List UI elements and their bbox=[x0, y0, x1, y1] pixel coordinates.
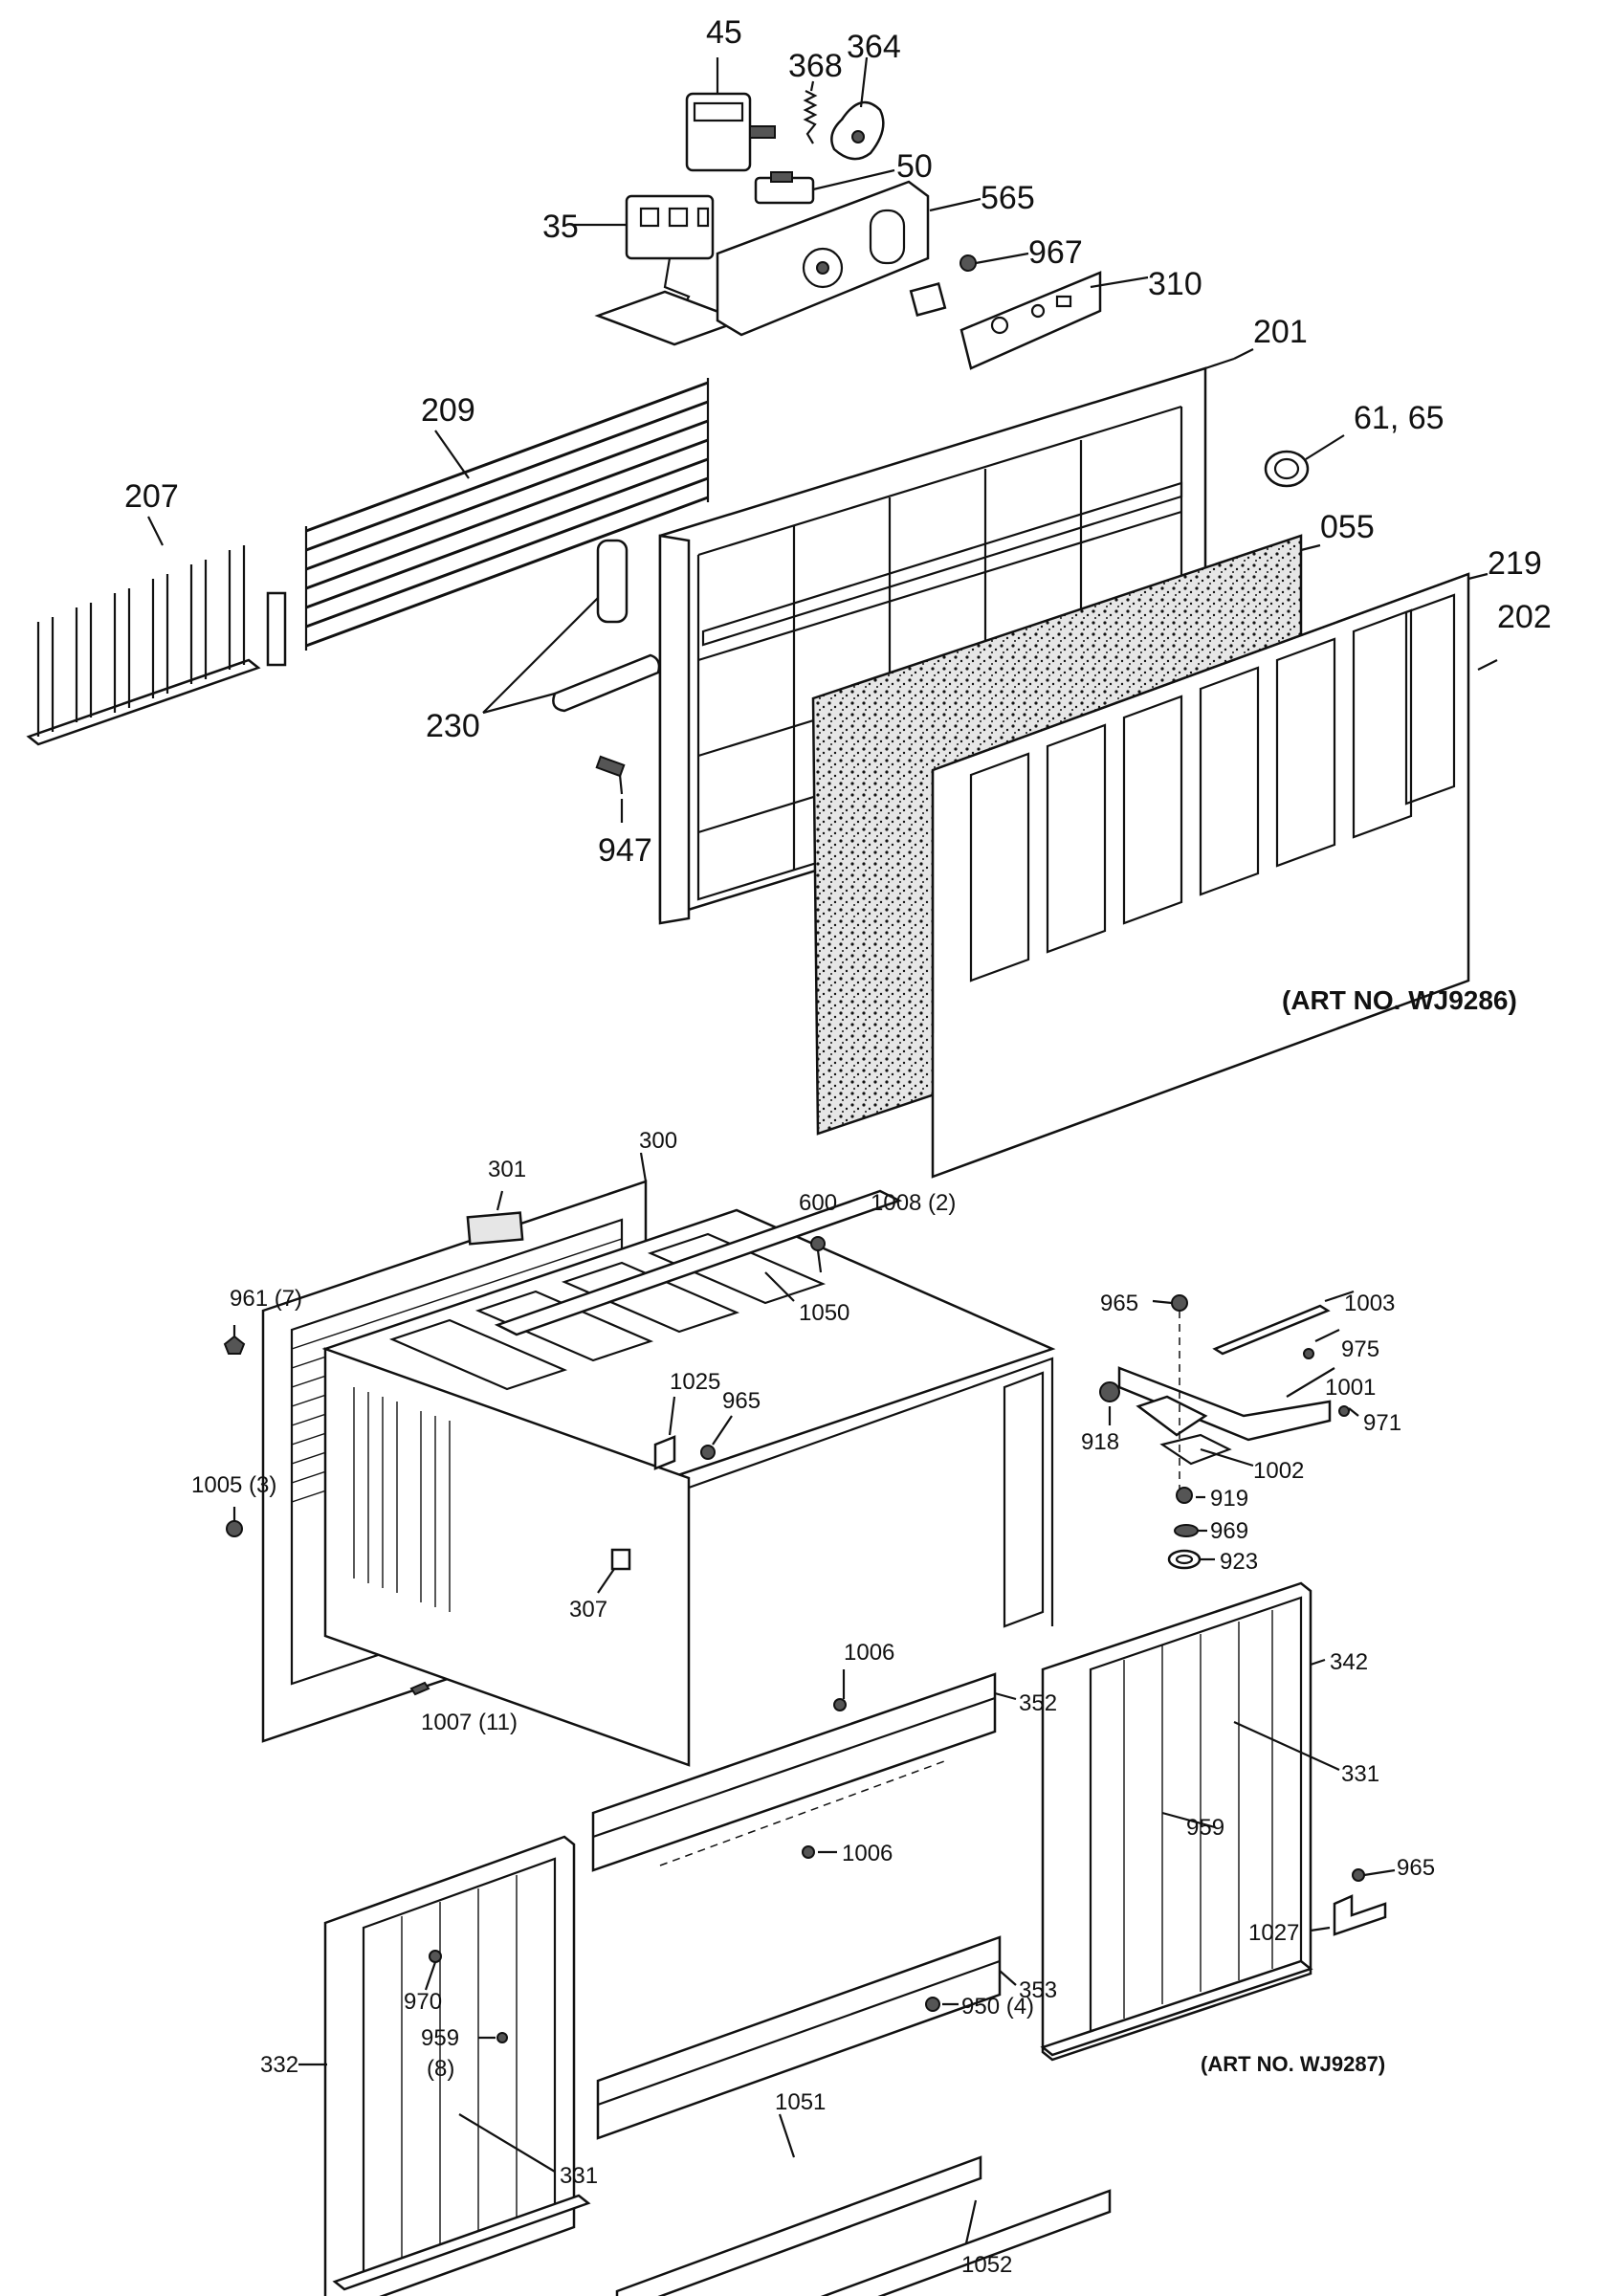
callout-970: 970 bbox=[404, 1989, 442, 2015]
part-230-hinges bbox=[266, 539, 661, 715]
callout-1003: 1003 bbox=[1344, 1291, 1395, 1316]
part-565-control-bracket bbox=[716, 180, 981, 337]
leader-1050 bbox=[764, 1271, 795, 1302]
callout-230: 230 bbox=[426, 708, 480, 744]
callout-35: 35 bbox=[542, 209, 579, 245]
callout-923: 923 bbox=[1220, 1549, 1258, 1575]
part-967-screw bbox=[959, 252, 1029, 272]
part-600-screw bbox=[810, 1236, 826, 1273]
callout-331-right: 331 bbox=[1341, 1761, 1379, 1787]
callout-918: 918 bbox=[1081, 1429, 1119, 1455]
callout-1001: 1001 bbox=[1325, 1375, 1376, 1401]
part-353-channel bbox=[596, 1935, 1017, 2140]
part-332-side-curtain bbox=[298, 1835, 591, 2296]
callout-565: 565 bbox=[981, 180, 1035, 216]
callout-50: 50 bbox=[896, 148, 933, 185]
callout-61-65: 61, 65 bbox=[1354, 400, 1445, 436]
callout-965-top: 965 bbox=[1100, 1291, 1138, 1316]
callout-331-left: 331 bbox=[560, 2163, 598, 2189]
part-clip bbox=[909, 282, 947, 317]
part-45-switch bbox=[685, 57, 776, 172]
callout-965-bottom: 965 bbox=[1397, 1855, 1435, 1881]
callout-600: 600 bbox=[799, 1190, 837, 1216]
callout-353: 353 bbox=[1019, 1977, 1057, 2003]
callout-45: 45 bbox=[706, 14, 742, 51]
callout-969: 969 bbox=[1210, 1518, 1248, 1544]
callout-1008: 1008 (2) bbox=[871, 1190, 956, 1216]
callout-364: 364 bbox=[847, 29, 901, 65]
part-1025-bracket bbox=[653, 1396, 733, 1470]
part-61-65-knob bbox=[1264, 434, 1345, 488]
callout-201: 201 bbox=[1253, 314, 1308, 350]
part-310-nameplate bbox=[959, 271, 1149, 370]
part-368-spring bbox=[803, 80, 818, 144]
part-1052-seal-strip bbox=[820, 2189, 1112, 2296]
callout-207: 207 bbox=[124, 478, 179, 515]
callout-959-left-qty: (8) bbox=[427, 2056, 454, 2082]
part-202-front-grille bbox=[931, 572, 1498, 1179]
callout-1002: 1002 bbox=[1253, 1458, 1304, 1484]
part-1001-bracket-assembly bbox=[1099, 1290, 1359, 1570]
callout-919: 919 bbox=[1210, 1486, 1248, 1512]
part-364-cam bbox=[830, 56, 885, 161]
callout-971: 971 bbox=[1363, 1410, 1401, 1436]
leader-301 bbox=[496, 1190, 504, 1211]
callout-961: 961 (7) bbox=[230, 1286, 302, 1312]
part-207-louver-set bbox=[26, 516, 261, 746]
part-209-louver-bars bbox=[304, 378, 710, 651]
callout-950: 950 (4) bbox=[961, 1994, 1034, 2020]
part-947-screw bbox=[595, 755, 626, 823]
callout-310: 310 bbox=[1148, 266, 1202, 302]
callout-209: 209 bbox=[421, 392, 475, 429]
main-cabinet bbox=[321, 1189, 1056, 1767]
part-961-fastener bbox=[223, 1325, 246, 1355]
callout-1050: 1050 bbox=[799, 1300, 849, 1326]
leader-307 bbox=[597, 1568, 615, 1594]
part-307-clip bbox=[610, 1548, 631, 1571]
callout-368: 368 bbox=[788, 48, 843, 84]
callout-300: 300 bbox=[639, 1128, 677, 1154]
callout-947: 947 bbox=[598, 832, 652, 869]
part-50-rocker bbox=[754, 168, 895, 205]
callout-975: 975 bbox=[1341, 1336, 1379, 1362]
part-301-label bbox=[466, 1211, 524, 1246]
callout-1025: 1025 bbox=[670, 1369, 720, 1395]
part-342-side-curtain bbox=[1040, 1581, 1340, 2062]
callout-307: 307 bbox=[569, 1597, 607, 1623]
callout-055: 055 bbox=[1320, 509, 1375, 545]
part-352-channel bbox=[591, 1669, 1017, 1872]
callout-301: 301 bbox=[488, 1157, 526, 1182]
callout-342: 342 bbox=[1330, 1649, 1368, 1675]
callout-959-right: 959 bbox=[1186, 1815, 1224, 1841]
callout-959-left: 959 bbox=[421, 2025, 459, 2051]
callout-967: 967 bbox=[1028, 234, 1083, 271]
callout-1005: 1005 (3) bbox=[191, 1472, 276, 1498]
top-diagram: 45 368 364 50 35 565 967 310 201 61, 65 … bbox=[26, 14, 1552, 1179]
callout-352: 352 bbox=[1019, 1690, 1057, 1716]
bottom-diagram: 301 300 600 1008 (2) 961 (7) 1050 965 10… bbox=[191, 1128, 1435, 2296]
callout-202: 202 bbox=[1497, 599, 1552, 635]
part-1007-screw bbox=[409, 1681, 430, 1696]
callout-1006-top: 1006 bbox=[844, 1640, 894, 1666]
callout-1052: 1052 bbox=[961, 2252, 1012, 2278]
art-number-bottom: (ART NO. WJ9287) bbox=[1201, 2052, 1385, 2076]
callout-965-mid: 965 bbox=[722, 1388, 761, 1414]
callout-1007: 1007 (11) bbox=[421, 1710, 518, 1735]
callout-1006-bottom: 1006 bbox=[842, 1841, 893, 1866]
art-number-top: (ART NO. WJ9286) bbox=[1282, 985, 1517, 1015]
callout-1051: 1051 bbox=[775, 2089, 826, 2115]
part-1051-seal-strip bbox=[615, 2113, 982, 2296]
part-35-thermostat bbox=[574, 194, 715, 317]
callout-219: 219 bbox=[1488, 545, 1542, 582]
callout-332: 332 bbox=[260, 2052, 298, 2078]
callout-1027: 1027 bbox=[1248, 1920, 1299, 1946]
part-1027-bracket bbox=[1310, 1868, 1396, 1936]
part-1005-fastener bbox=[226, 1520, 243, 1537]
